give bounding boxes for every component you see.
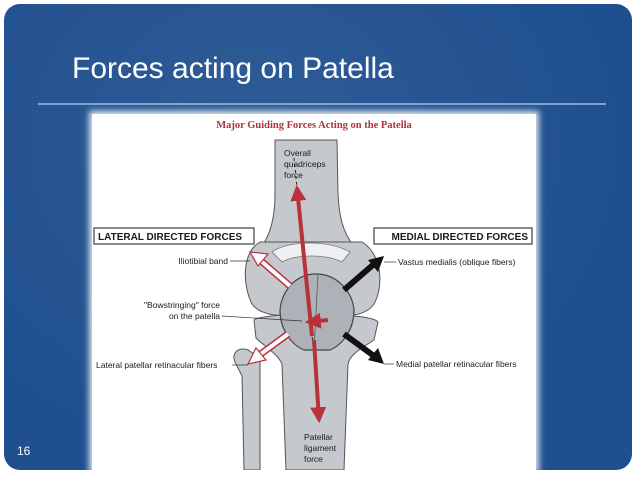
- svg-text:LATERAL DIRECTED FORCES: LATERAL DIRECTED FORCES: [98, 232, 242, 243]
- figure-title: Major Guiding Forces Acting on the Patel…: [216, 120, 412, 131]
- quadriceps-force-label: Overall quadriceps force: [284, 148, 326, 180]
- lateral-forces-header: LATERAL DIRECTED FORCES: [93, 227, 255, 245]
- knee-diagram: Major Guiding Forces Acting on the Patel…: [93, 120, 533, 470]
- cartilage: [271, 242, 351, 263]
- title-divider: [38, 103, 606, 105]
- svg-text:force: force: [284, 170, 303, 180]
- fibula: [233, 348, 261, 470]
- patellar-ligament-force-arrow: [310, 339, 327, 424]
- quadriceps-force-arrow: [290, 184, 314, 337]
- iliotibial-label: Iliotibial band: [178, 256, 228, 266]
- svg-text:force: force: [304, 454, 323, 464]
- bowstring-label-line1: "Bowstringing" force: [144, 300, 220, 310]
- iliotibial-arrow: [248, 251, 293, 289]
- slide-title: Forces acting on Patella: [72, 52, 394, 85]
- lateral-retinacular-arrow: [246, 331, 291, 365]
- svg-text:quadriceps: quadriceps: [284, 159, 326, 169]
- patella-forces-figure: Major Guiding Forces Acting on the Patel…: [92, 114, 536, 470]
- svg-text:ligament: ligament: [304, 443, 337, 453]
- bowstring-leader: [221, 315, 303, 322]
- lateral-retinacular-label: Lateral patellar retinacular fibers: [96, 360, 217, 370]
- patellar-ligament-label: Patellar ligament force: [304, 432, 337, 464]
- bowstring-force-arrow: [304, 312, 329, 329]
- svg-text:Overall: Overall: [284, 148, 311, 158]
- patella: [279, 273, 355, 351]
- svg-text:MEDIAL DIRECTED FORCES: MEDIAL DIRECTED FORCES: [392, 232, 529, 243]
- vastus-medialis-arrow: [342, 256, 384, 293]
- medial-retinacular-label: Medial patellar retinacular fibers: [396, 359, 516, 369]
- bowstring-label-line2: on the patella: [169, 311, 220, 321]
- medial-forces-header: MEDIAL DIRECTED FORCES: [373, 227, 533, 245]
- vastus-medialis-label: Vastus medialis (oblique fibers): [398, 257, 516, 267]
- svg-text:Patellar: Patellar: [304, 432, 333, 442]
- medial-retinacular-arrow: [342, 331, 384, 364]
- slide-number: 16: [17, 444, 31, 458]
- patella-ridge: [313, 273, 319, 351]
